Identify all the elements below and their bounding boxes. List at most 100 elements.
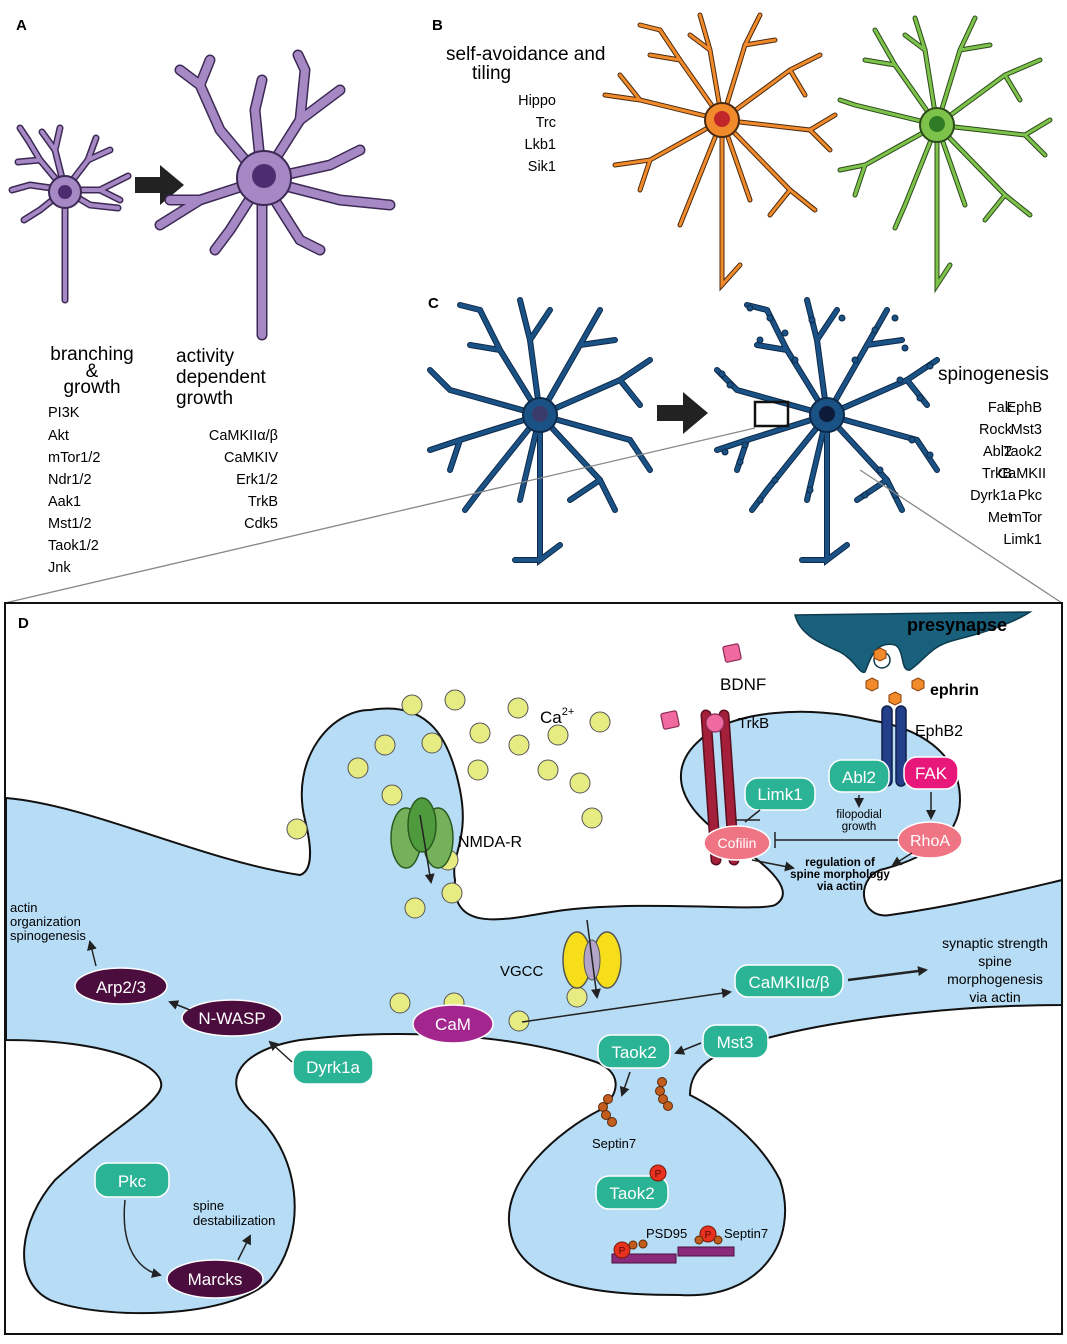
- green-neuron-illustration: [837, 15, 1053, 294]
- mst3-to-taok2-arrow: [674, 1042, 702, 1055]
- panel-b-title-line1: self-avoidance and: [446, 44, 606, 65]
- nmdar-label: NMDA-R: [458, 834, 522, 851]
- svg-text:mTor1/2: mTor1/2: [48, 450, 100, 466]
- svg-text:FAK: FAK: [915, 764, 948, 783]
- panel-a: A: [8, 17, 396, 576]
- small-neuron-illustration: [8, 124, 132, 304]
- spine-signaling-arrows: [735, 792, 936, 872]
- activity-gene-list: CaMKIIα/β CaMKIV Erk1/2 TrkB Cdk5: [209, 428, 278, 532]
- blue-neuron-before: [427, 297, 653, 566]
- svg-text:CaMKIIα/β: CaMKIIα/β: [748, 973, 829, 992]
- svg-text:Aak1: Aak1: [48, 494, 81, 510]
- svg-text:N-WASP: N-WASP: [198, 1009, 265, 1028]
- panel-c: C: [4, 295, 1063, 604]
- svg-text:P: P: [705, 1230, 712, 1241]
- node-pkc: Pkc: [94, 1162, 170, 1198]
- svg-text:Lkb1: Lkb1: [525, 137, 556, 153]
- zoom-region-box: [753, 400, 790, 428]
- svg-text:actin: actin: [10, 900, 37, 915]
- spinogenesis-arrow: [657, 392, 708, 434]
- filopodial-line2: growth: [842, 821, 877, 833]
- presynapse-label: presynapse: [907, 615, 1007, 635]
- nmda-receptor: [390, 797, 454, 884]
- svg-text:Arp2/3: Arp2/3: [96, 978, 146, 997]
- node-taok2-phospho: Taok2 P: [595, 1164, 669, 1210]
- regulation-line2: spine morphology: [790, 869, 890, 881]
- spinogenesis-genes-left: Fak Rock Abl2 TrkB Dyrk1a Met: [970, 400, 1017, 526]
- cam-to-camkii-arrow: [521, 988, 732, 1023]
- bdnf-molecules: [660, 643, 742, 730]
- actin-organization-text: actin organization spinogenesis: [10, 900, 86, 943]
- node-nwasp: N-WASP: [181, 999, 283, 1037]
- panel-b-label: B: [432, 17, 443, 34]
- svg-text:spine: spine: [193, 1198, 224, 1213]
- node-abl2: Abl2: [828, 759, 890, 793]
- svg-text:&: &: [86, 361, 99, 382]
- svg-text:activity: activity: [176, 346, 235, 367]
- svg-text:dependent: dependent: [176, 367, 267, 388]
- svg-text:Mst1/2: Mst1/2: [48, 516, 92, 532]
- svg-text:growth: growth: [176, 388, 233, 409]
- svg-text:mTor: mTor: [1010, 510, 1042, 526]
- taok2-to-septin-arrow: [619, 1071, 631, 1097]
- svg-text:EphB: EphB: [1007, 400, 1042, 416]
- svg-text:Pkc: Pkc: [1018, 488, 1042, 504]
- bdnf-label: BDNF: [720, 675, 766, 694]
- regulation-line1: regulation of: [805, 857, 875, 869]
- svg-text:Limk1: Limk1: [1003, 532, 1042, 548]
- svg-text:Dyrk1a: Dyrk1a: [970, 488, 1017, 504]
- psd95-label: PSD95: [646, 1226, 687, 1241]
- svg-text:Taok2: Taok2: [611, 1043, 656, 1062]
- ephb2-label: EphB2: [915, 723, 963, 740]
- svg-text:Sik1: Sik1: [528, 159, 556, 175]
- svg-text:Mst3: Mst3: [717, 1033, 754, 1052]
- orange-neuron-illustration: [602, 12, 838, 292]
- node-marcks: Marcks: [166, 1259, 264, 1299]
- arp23-output-arrow: [87, 940, 97, 967]
- dendrite-cytoplasm: [5, 707, 1063, 1315]
- node-arp23: Arp2/3: [74, 967, 168, 1005]
- panel-b-gene-list: Hippo Trc Lkb1 Sik1: [518, 93, 556, 175]
- node-fak: FAK: [903, 756, 959, 790]
- svg-text:PI3K: PI3K: [48, 405, 80, 421]
- svg-text:Cdk5: Cdk5: [244, 516, 278, 532]
- filopodial-line1: filopodial: [836, 809, 881, 821]
- svg-text:P: P: [619, 1246, 626, 1257]
- panel-c-label: C: [428, 295, 439, 312]
- svg-text:CaMKII: CaMKII: [998, 466, 1046, 482]
- svg-text:CaMKIIα/β: CaMKIIα/β: [209, 428, 278, 444]
- svg-text:growth: growth: [63, 377, 120, 398]
- vgcc-channel: [562, 919, 622, 999]
- svg-text:Pkc: Pkc: [118, 1172, 147, 1191]
- svg-text:morphogenesis: morphogenesis: [947, 971, 1043, 987]
- regulation-line3: via actin: [817, 881, 863, 893]
- node-cam: CaM: [412, 1004, 494, 1044]
- svg-text:Taok1/2: Taok1/2: [48, 538, 99, 554]
- svg-text:Met: Met: [988, 510, 1012, 526]
- svg-text:Cofilin: Cofilin: [718, 835, 757, 851]
- camkii-output-arrow: [847, 966, 928, 982]
- svg-text:destabilization: destabilization: [193, 1213, 275, 1228]
- trkb-label: TrkB: [738, 715, 769, 732]
- svg-text:spine: spine: [978, 953, 1012, 969]
- ephrin-ligands: [865, 647, 925, 706]
- activity-growth-title: activity dependent growth: [176, 346, 267, 409]
- node-rhoa: RhoA: [897, 821, 963, 859]
- svg-text:Limk1: Limk1: [757, 785, 802, 804]
- node-cofilin: Cofilin: [703, 825, 771, 861]
- spinogenesis-genes-right: EphB Mst3 Taok2 CaMKII Pkc mTor Limk1: [998, 400, 1046, 548]
- septin7-neck: [598, 1077, 673, 1127]
- svg-text:Rock: Rock: [979, 422, 1013, 438]
- vgcc-label: VGCC: [500, 963, 544, 980]
- svg-text:CaM: CaM: [435, 1015, 471, 1034]
- svg-text:Jnk: Jnk: [48, 560, 71, 576]
- synaptic-strength-text: synaptic strength spine morphogenesis vi…: [942, 935, 1048, 1005]
- panel-a-label: A: [16, 17, 27, 34]
- svg-text:Fak: Fak: [988, 400, 1013, 416]
- svg-text:branching: branching: [50, 344, 133, 365]
- node-camkii: CaMKIIα/β: [734, 964, 844, 998]
- svg-text:RhoA: RhoA: [910, 833, 950, 850]
- svg-text:Mst3: Mst3: [1011, 422, 1042, 438]
- node-taok2: Taok2: [597, 1034, 671, 1069]
